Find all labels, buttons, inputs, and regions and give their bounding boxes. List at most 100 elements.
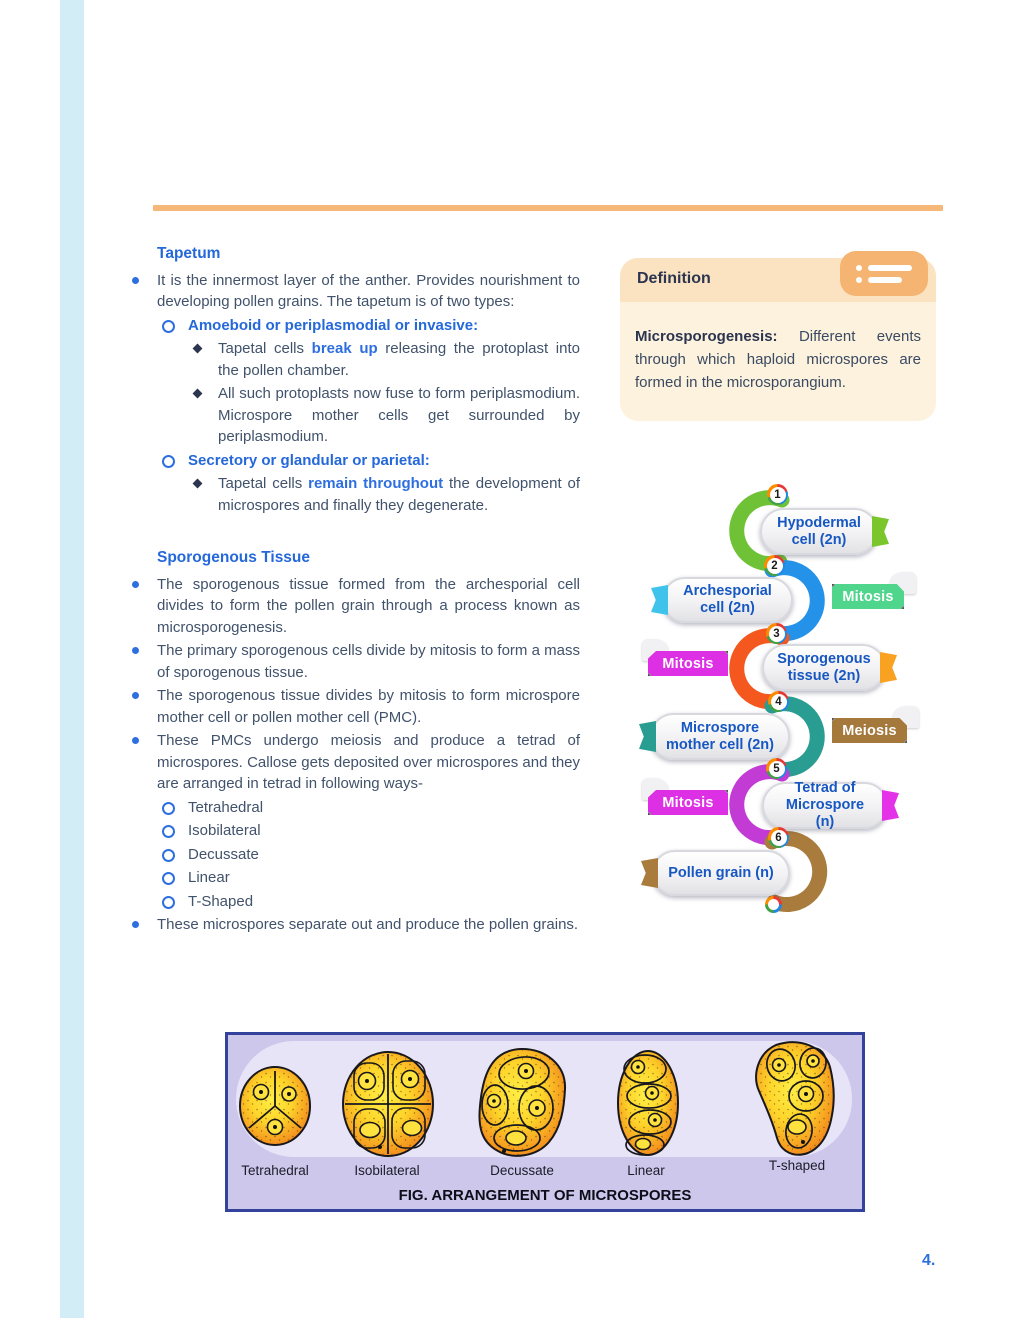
step-number-badge: 6: [768, 827, 789, 848]
ribbon-label: Meiosis: [842, 722, 897, 739]
pill-tail: [882, 790, 899, 821]
bullet-text: The primary sporogenous cells divide by …: [157, 642, 580, 681]
bullet-item: These microspores separate out and produ…: [130, 914, 580, 936]
microspore-figure: Tetrahedral Isobilateral Decussate Linea…: [225, 1032, 865, 1212]
flow-node-hypodermal: Hypodermal cell (2n): [760, 508, 889, 555]
diamond-text: Tapetal cells remain throughout the deve…: [218, 473, 580, 516]
ribbon-meiosis: Meiosis: [832, 718, 907, 743]
ribbon-label: Mitosis: [842, 588, 894, 605]
definition-body: Microsporogenesis: Different events thro…: [635, 325, 921, 394]
flow-node-archesporial: Archesporial cell (2n): [651, 577, 793, 623]
section-heading-sporogenous: Sporogenous Tissue: [157, 549, 311, 566]
ribbon-label: Mitosis: [662, 655, 714, 672]
way-label: T-Shaped: [188, 892, 254, 910]
circle-bullet-icon: [162, 895, 175, 909]
flow-node-pollen-grain: Pollen grain (n): [641, 850, 790, 896]
bullet-item: It is the innermost layer of the anther.…: [130, 270, 580, 313]
bullet-text: The sporogenous tissue formed from the a…: [157, 575, 580, 636]
circle-bullet-icon: [162, 801, 175, 815]
pill-tail: [639, 721, 656, 752]
definition-text: Different events through which haploid m…: [635, 328, 921, 391]
microspore-drawings: [239, 1041, 835, 1157]
spore-t-shaped: [755, 1041, 835, 1156]
flow-node-label: Pollen grain (n): [668, 864, 774, 881]
diamond-text: Tapetal cells break up releasing the pro…: [218, 338, 580, 381]
bullet-dot-icon: [132, 737, 139, 744]
circle-bullet-icon: [162, 825, 175, 838]
main-text-column: Tapetum It is the innermost layer of the…: [130, 243, 580, 938]
way-item: Linear: [130, 867, 580, 889]
flow-arc-4: [764, 696, 825, 778]
emphasis-text: break up: [311, 340, 378, 357]
circle-bullet-icon: [162, 319, 175, 333]
bullet-dot-icon: [132, 647, 139, 654]
flow-arc-6: [764, 831, 828, 913]
spore-linear: [617, 1050, 679, 1156]
list-item-type1: Amoeboid or periplasmodial or invasive:: [130, 315, 580, 337]
diamond-bullet-icon: [192, 478, 203, 489]
flow-node-tetrad: Tetrad of Microspore (n): [762, 780, 899, 830]
subheading-amoeboid: Amoeboid or periplasmodial or invasive:: [188, 316, 479, 334]
bullet-item: The sporogenous tissue formed from the a…: [130, 574, 580, 639]
bullet-text: These PMCs undergo meiosis and produce a…: [157, 732, 580, 792]
flow-arc-2: [764, 560, 825, 642]
circle-bullet-icon: [162, 454, 175, 468]
microsporogenesis-flowchart: Hypodermal cell (2n) Archesporial cell (…: [612, 480, 957, 925]
list-icon-badge: [840, 251, 928, 296]
circle-bullet-icon: [162, 848, 175, 862]
text-segment: releasing the protoplast into the pollen…: [218, 340, 580, 379]
pill-tail: [641, 858, 658, 888]
spore-label: T-shaped: [768, 1158, 826, 1173]
spore-label: Isobilateral: [354, 1163, 420, 1178]
way-item: Tetrahedral: [130, 797, 580, 819]
figure-caption: FIG. ARRANGEMENT OF MICROSPORES: [398, 1187, 692, 1204]
spore-label: Tetrahedral: [241, 1163, 309, 1178]
way-label: Tetrahedral: [188, 798, 264, 816]
diamond-item: Tapetal cells remain throughout the deve…: [130, 473, 580, 516]
spore-label: Decussate: [490, 1163, 554, 1178]
step-number-badge: 3: [766, 623, 787, 644]
bullet-dot-icon: [132, 692, 139, 699]
way-label: Isobilateral: [188, 822, 261, 839]
circle-bullet-icon: [162, 872, 175, 885]
step-number-badge: 4: [768, 691, 789, 712]
spore-isobilateral: [342, 1051, 434, 1157]
pill-tail: [872, 516, 889, 547]
flow-node-label: Archesporial cell (2n): [683, 583, 772, 616]
flow-arc-3: [729, 628, 790, 710]
text-segment: the development of microspores and final…: [218, 475, 580, 514]
flow-node-label: Hypodermal cell (2n): [777, 514, 861, 548]
diamond-bullet-icon: [192, 388, 203, 399]
flow-arc-1: [729, 490, 790, 572]
left-margin-stripe: [60, 0, 84, 1318]
pill-tail: [880, 652, 897, 683]
step-number-badge: 1: [767, 484, 788, 505]
flow-node-microspore-mother: Microspore mother cell (2n): [639, 713, 790, 760]
diamond-text: All such protoplasts now fuse to form pe…: [218, 385, 580, 445]
step-number-badge: 2: [764, 555, 785, 576]
bullet-item: These PMCs undergo meiosis and produce a…: [130, 730, 580, 795]
flow-node-label: Sporogenous tissue (2n): [777, 650, 871, 684]
flow-arc-5: [729, 764, 790, 846]
ribbon-label: Mitosis: [662, 794, 714, 811]
text-segment: Tapetal cells: [218, 475, 309, 492]
bullet-dot-icon: [132, 921, 139, 928]
accent-bar: [153, 205, 943, 211]
text-segment: Tapetal cells: [218, 340, 312, 357]
flowchart-arcs: [729, 490, 828, 913]
definition-title: Definition: [637, 270, 711, 287]
subheading-secretory: Secretory or glandular or parietal:: [188, 451, 430, 469]
bullet-item: The primary sporogenous cells divide by …: [130, 640, 580, 683]
emphasis-text: remain throughout: [308, 475, 444, 492]
bullet-dot-icon: [132, 276, 139, 284]
flow-node-label: Tetrad of Microspore (n): [785, 780, 865, 830]
step-number-badge: 5: [766, 758, 787, 779]
ribbon-mitosis: Mitosis: [832, 584, 904, 609]
flow-node-label: Microspore mother cell (2n): [666, 719, 774, 753]
way-item: Isobilateral: [130, 820, 580, 842]
flow-node-sporogenous: Sporogenous tissue (2n): [762, 644, 897, 691]
bullet-item: The sporogenous tissue divides by mitosi…: [130, 685, 580, 728]
spore-label: Linear: [627, 1163, 665, 1178]
spacer: [130, 518, 580, 547]
bullet-dot-icon: [132, 580, 139, 588]
